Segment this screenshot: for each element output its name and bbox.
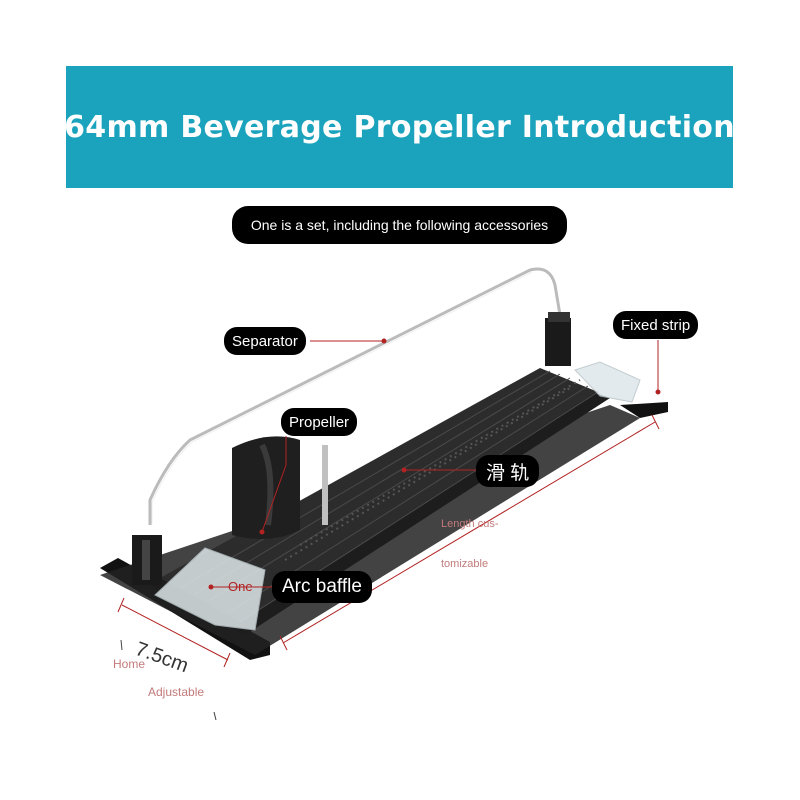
length-note-line1: Length cus-: [441, 518, 499, 530]
propeller-body: [232, 436, 300, 539]
propeller-label: Propeller: [281, 408, 358, 436]
back-post: [545, 318, 571, 366]
fixed-strip-front-right: [620, 402, 668, 418]
subtitle-pill: One is a set, including the following ac…: [232, 206, 567, 244]
one-note: One: [228, 579, 253, 594]
separator-label: Separator: [224, 327, 306, 355]
title-banner: 64mm Beverage Propeller Introduction: [64, 66, 735, 188]
propeller-arm: [322, 445, 328, 525]
fixed-strip-label: Fixed strip: [613, 311, 699, 339]
faint-marks: [120, 639, 217, 721]
separator-rod: [148, 267, 562, 525]
separator-rod-highlight: [151, 271, 533, 524]
length-dimension-line: [282, 421, 656, 644]
length-note-line2: tomizable: [441, 558, 489, 570]
slide-rail-top: [160, 368, 598, 622]
slide-rail-label: 滑 轨: [476, 455, 540, 487]
home-note: Home: [113, 657, 146, 671]
banner-title: 64mm Beverage Propeller Introduction: [64, 109, 735, 145]
rail-ribs: [284, 379, 581, 561]
propeller-highlight: [259, 443, 274, 526]
width-dimension-line: [121, 604, 229, 661]
leader-lines: [208, 338, 661, 590]
arc-baffle-label: Arc baffle: [272, 571, 372, 603]
back-post-cap: [548, 312, 570, 322]
front-post-slot: [142, 540, 150, 580]
clear-back-block: [574, 361, 641, 403]
adjustable-note: Adjustable: [148, 685, 205, 699]
